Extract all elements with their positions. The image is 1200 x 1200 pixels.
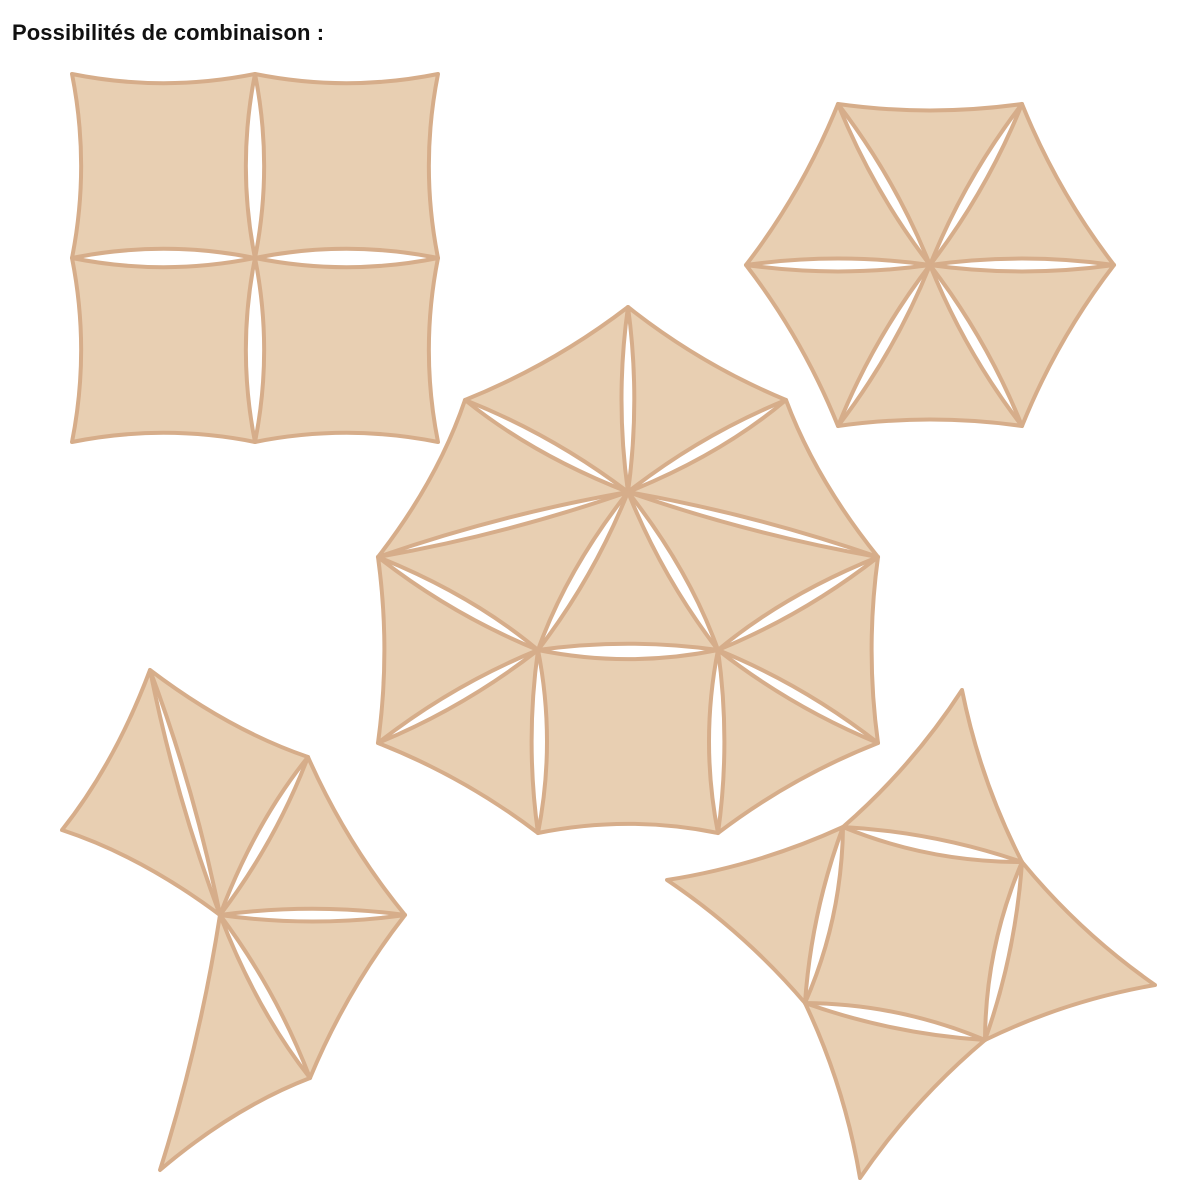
square-of-four-squares-arrangement xyxy=(70,72,440,444)
triangle-sail-0 xyxy=(744,102,932,267)
partial-hexagon-arrangement xyxy=(60,668,407,1172)
triangle-sail-10 xyxy=(716,648,880,835)
triangle-sail-2 xyxy=(803,1001,987,1180)
triangle-sail-0 xyxy=(60,668,222,917)
triangle-sail-4 xyxy=(836,263,1024,428)
square-sail-3 xyxy=(253,256,440,444)
triangle-sail-6 xyxy=(626,490,880,652)
triangle-sail-3 xyxy=(928,263,1116,428)
square-sail-0 xyxy=(70,72,257,260)
triangle-sail-3 xyxy=(218,913,407,1080)
triangle-sail-2 xyxy=(218,755,407,917)
triangle-sail-3 xyxy=(626,398,880,559)
triangle-sail-0 xyxy=(841,688,1024,864)
hexagon-of-six-triangles-arrangement xyxy=(744,102,1116,428)
square-sail-0 xyxy=(536,648,720,835)
triangle-sail-3 xyxy=(665,825,845,1005)
center-composite-arrangement xyxy=(376,305,880,835)
square-with-triangles-arrangement xyxy=(665,688,1157,1180)
square-sail-0 xyxy=(803,825,1024,1042)
triangle-sail-7 xyxy=(376,555,540,745)
diagram-title: Possibilités de combinaison : xyxy=(12,20,325,45)
triangle-sail-1 xyxy=(148,668,310,917)
triangle-sail-5 xyxy=(376,490,630,652)
triangle-sail-1 xyxy=(983,860,1157,1042)
triangle-sail-2 xyxy=(376,398,630,559)
triangle-sail-4 xyxy=(536,490,720,652)
square-sail-2 xyxy=(70,256,257,444)
triangle-sail-5 xyxy=(744,263,932,428)
triangle-sail-1 xyxy=(836,102,1024,267)
square-sail-1 xyxy=(253,72,440,260)
triangle-sail-8 xyxy=(716,555,880,745)
triangle-sail-0 xyxy=(463,305,630,494)
triangle-sail-1 xyxy=(626,305,788,494)
triangle-sail-2 xyxy=(928,102,1116,267)
triangle-sail-4 xyxy=(158,913,312,1172)
triangle-sail-9 xyxy=(376,648,540,835)
